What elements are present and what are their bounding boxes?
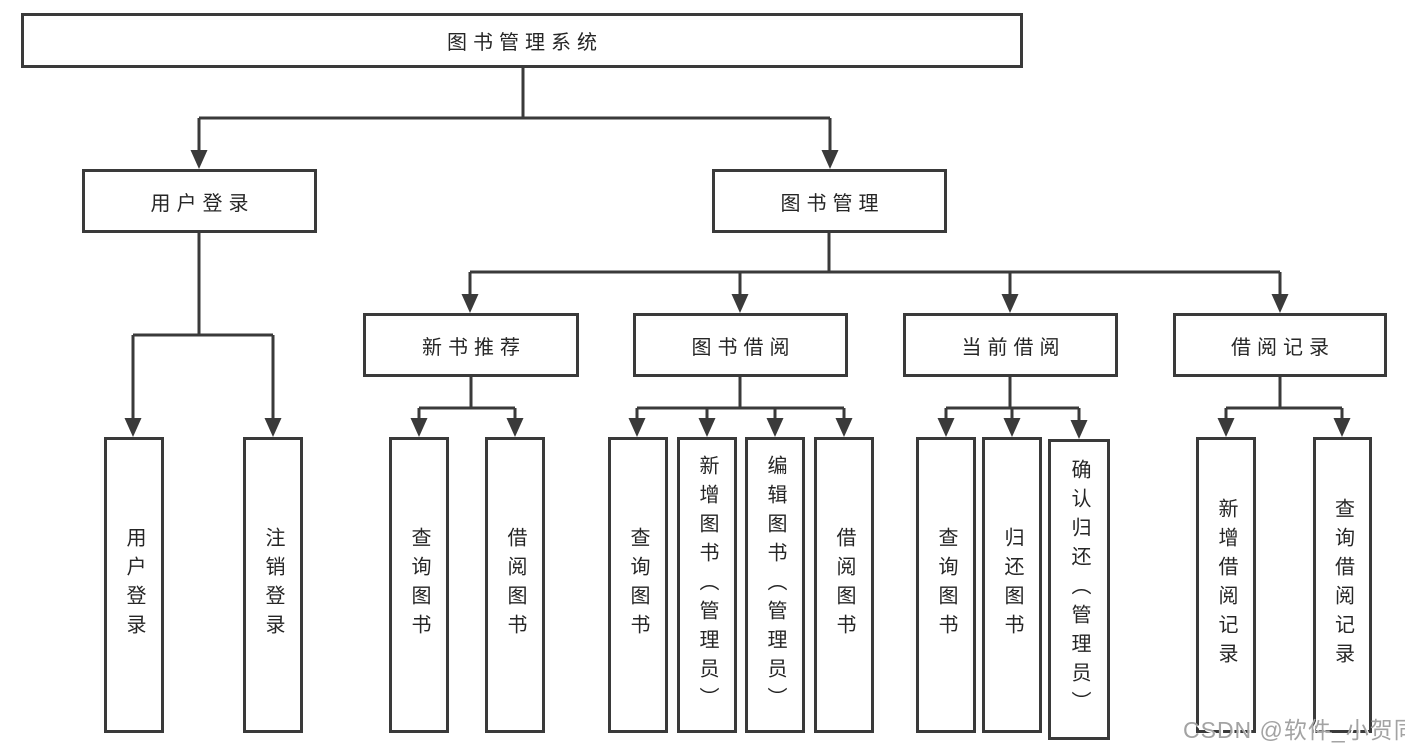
leaf-return-books: 归还图书 — [982, 437, 1042, 733]
node-new-book-recommendation: 新书推荐 — [363, 313, 579, 377]
leaf-query-books-current: 查询图书 — [916, 437, 976, 733]
leaf-logout: 注销登录 — [243, 437, 303, 733]
node-label: 图书管理系统 — [447, 32, 603, 54]
node-borrowing-records: 借阅记录 — [1173, 313, 1387, 377]
leaf-query-books-recommend: 查询图书 — [389, 437, 449, 733]
node-label: 图书管理 — [780, 192, 885, 215]
leaf-borrow-books: 借阅图书 — [814, 437, 874, 733]
node-book-management: 图书管理 — [712, 169, 947, 233]
node-label: 确认归还（管理员） — [1068, 459, 1090, 720]
node-library-management-system: 图书管理系统 — [21, 13, 1023, 68]
leaf-borrow-books-recommend: 借阅图书 — [485, 437, 545, 733]
node-label: 借阅记录 — [1231, 336, 1335, 359]
node-label: 新增图书（管理员） — [696, 454, 718, 716]
node-label: 查询借阅记录 — [1331, 498, 1354, 672]
leaf-query-borrow-record: 查询借阅记录 — [1313, 437, 1372, 733]
leaf-confirm-return-admin: 确认归还（管理员） — [1048, 439, 1110, 740]
node-label: 归还图书 — [1001, 527, 1023, 643]
node-label: 查询图书 — [408, 527, 430, 643]
node-label: 当前借阅 — [961, 336, 1066, 359]
leaf-add-borrow-record: 新增借阅记录 — [1196, 437, 1256, 733]
node-book-borrowing: 图书借阅 — [633, 313, 848, 377]
node-label: 图书借阅 — [691, 336, 796, 359]
leaf-edit-books-admin: 编辑图书（管理员） — [745, 437, 805, 733]
leaf-user-login: 用户登录 — [104, 437, 164, 733]
node-label: 用户登录 — [150, 192, 255, 215]
node-label: 编辑图书（管理员） — [764, 454, 786, 716]
arrowheads — [124, 150, 1351, 439]
node-label: 借阅图书 — [504, 527, 526, 643]
node-label: 查询图书 — [935, 527, 957, 643]
node-user-login: 用户登录 — [82, 169, 317, 233]
leaf-query-books-borrowing: 查询图书 — [608, 437, 668, 733]
node-label: 新书推荐 — [422, 336, 526, 359]
leaf-add-books-admin: 新增图书（管理员） — [677, 437, 737, 733]
node-label: 查询图书 — [627, 527, 649, 643]
node-label: 注销登录 — [262, 527, 284, 643]
node-label: 用户登录 — [123, 527, 145, 643]
node-current-borrowing: 当前借阅 — [903, 313, 1118, 377]
node-label: 新增借阅记录 — [1215, 498, 1237, 672]
node-label: 借阅图书 — [833, 527, 855, 643]
csdn-watermark: CSDN @软件_小贺同学 — [1183, 717, 1405, 743]
connector-path — [131, 68, 1344, 423]
